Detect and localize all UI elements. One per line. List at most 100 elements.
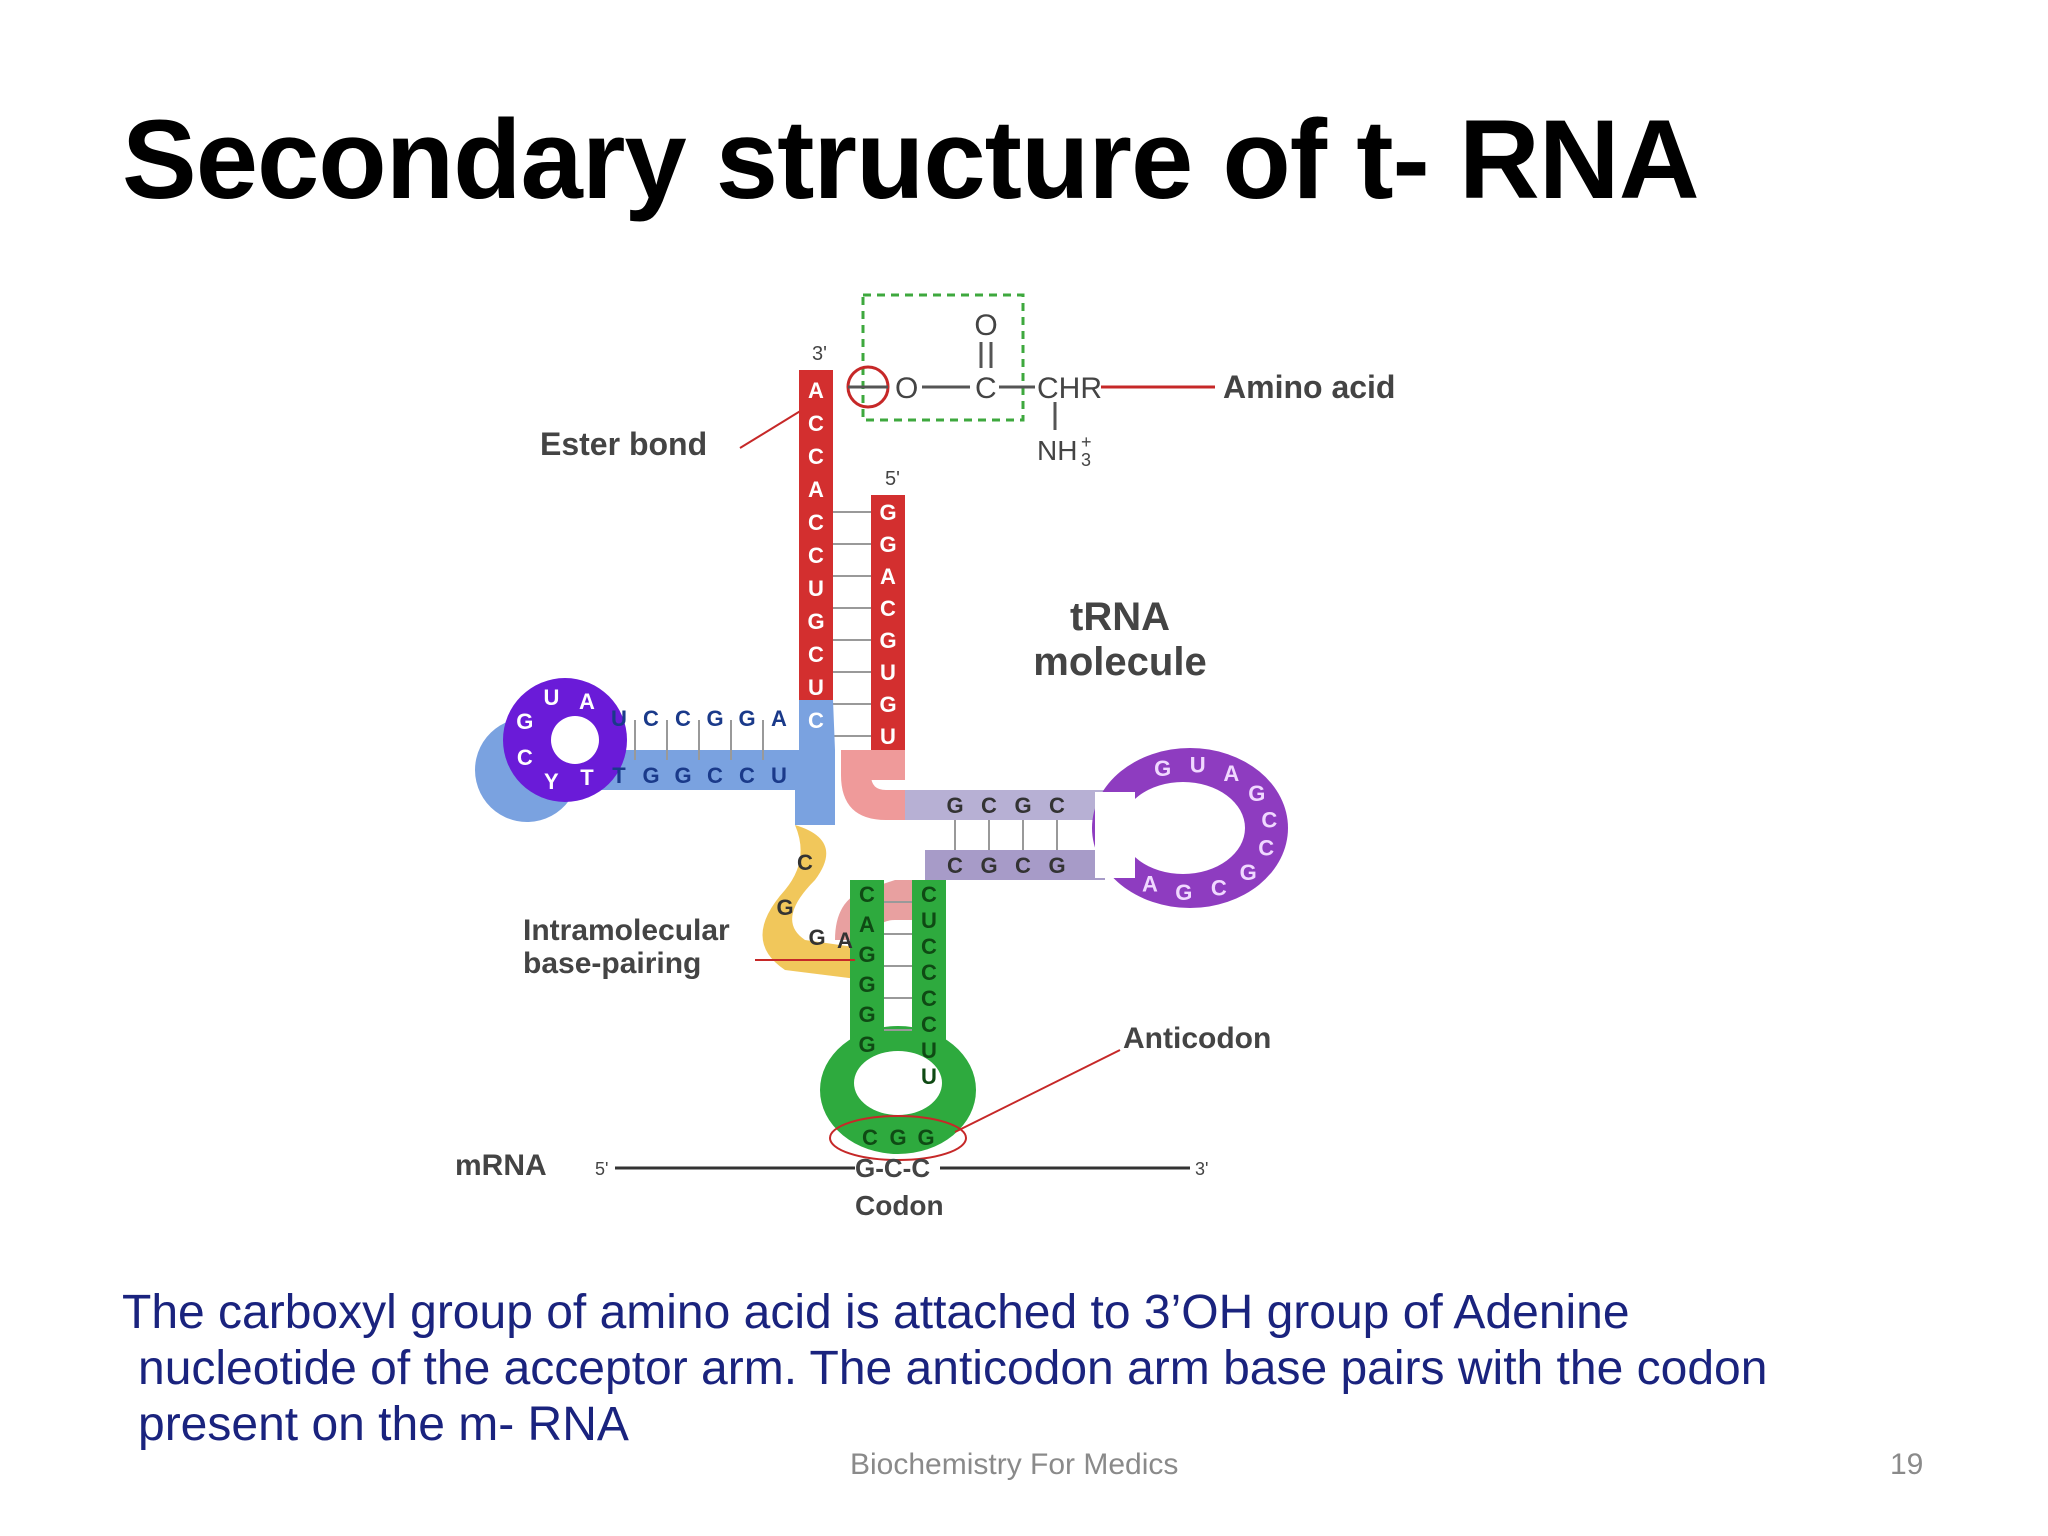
d-arm-top-nucleotide: C xyxy=(675,706,691,731)
anticodon-left-nucleotide: G xyxy=(858,972,875,997)
mrna-3-label: 3' xyxy=(1195,1159,1208,1179)
t-loop-nucleotide: G xyxy=(1240,860,1257,885)
d-arm-top-nucleotide: G xyxy=(738,706,755,731)
linker-strand xyxy=(762,825,875,980)
nh3-subscript: 3 xyxy=(1081,450,1091,470)
acceptor-5-nucleotide: A xyxy=(880,564,896,589)
anticodon-pointer xyxy=(954,1049,1121,1133)
acceptor-5-nucleotide: C xyxy=(880,596,896,621)
t-loop-nucleotide: C xyxy=(1211,876,1227,901)
anticodon-left-nucleotide: G xyxy=(858,1032,875,1057)
slide-title: Secondary structure of t- RNA xyxy=(122,97,1700,222)
t-arm-top-nucleotide: C xyxy=(981,793,997,818)
anticodon-right-nucleotide: C xyxy=(921,882,937,907)
trna-diagram-svg: O O C CHR NH + 3 Amino acid Ester bond 3… xyxy=(455,293,1395,1221)
t-arm-bottom-nucleotide: C xyxy=(1015,853,1031,878)
d-arm-pair-lines xyxy=(634,720,764,760)
t-arm-bottom-nucleotide: C xyxy=(947,853,963,878)
anticodon-base-nucleotide: G xyxy=(889,1125,906,1150)
anticodon-right-nucleotide: C xyxy=(921,1012,937,1037)
t-arm-pair-lines xyxy=(954,820,1058,850)
acceptor-5-nucleotide: G xyxy=(879,628,896,653)
t-arm-top-nucleotide: C xyxy=(1049,793,1065,818)
footer-text: Biochemistry For Medics xyxy=(850,1448,1179,1481)
anticodon-label: Anticodon xyxy=(1123,1022,1271,1055)
nh3-superscript: + xyxy=(1081,432,1092,452)
five-prime-top-label: 5' xyxy=(885,468,900,490)
d-loop-hole xyxy=(551,716,599,764)
trna-label-line2: molecule xyxy=(1033,640,1206,684)
t-loop-nucleotide: A xyxy=(1223,761,1239,786)
anticodon-right-nucleotide: C xyxy=(921,986,937,1011)
t-arm-top-nucleotide: G xyxy=(946,793,963,818)
intramolecular-label-line2: base-pairing xyxy=(523,947,701,980)
carbonyl-o-label: O xyxy=(974,309,997,342)
anticodon-left-nucleotide: G xyxy=(858,942,875,967)
chr-label: CHR xyxy=(1037,372,1102,405)
t-loop-hole xyxy=(1121,782,1245,874)
acceptor-pair-lines xyxy=(833,511,871,737)
linker-nucleotide: G xyxy=(776,895,793,920)
anticodon-right-nucleotide: U xyxy=(921,1038,937,1063)
trna-label-line1: tRNA xyxy=(1070,595,1170,639)
t-stem-top xyxy=(905,790,1105,820)
acceptor-3-nucleotide: C xyxy=(808,642,824,667)
acceptor-5-end xyxy=(871,750,905,780)
acceptor-5-nucleotide: G xyxy=(879,500,896,525)
d-loop-nucleotide: T xyxy=(580,765,594,790)
acceptor-5-nucleotide: U xyxy=(880,724,896,749)
t-loop-nucleotide: G xyxy=(1175,880,1192,905)
t-arm-bottom-nucleotide: G xyxy=(1048,853,1065,878)
d-arm-bottom-nucleotide: G xyxy=(674,763,691,788)
carbon-label: C xyxy=(975,372,997,405)
t-loop-gap xyxy=(1095,792,1135,878)
trna-diagram: O O C CHR NH + 3 Amino acid Ester bond 3… xyxy=(455,280,1555,1240)
nh3-label: NH xyxy=(1037,435,1077,466)
d-arm-bottom-nucleotide: C xyxy=(739,763,755,788)
t-loop-nucleotide: A xyxy=(1142,871,1158,896)
t-loop-nucleotide: G xyxy=(1154,756,1171,781)
t-stem-bottom xyxy=(925,850,1105,880)
d-loop-nucleotide: G xyxy=(516,709,533,734)
mrna-label: mRNA xyxy=(455,1149,547,1182)
t-loop-nucleotide: C xyxy=(1261,807,1277,832)
acceptor-3-nucleotide: U xyxy=(808,576,824,601)
acceptor-5-nucleotide: G xyxy=(879,692,896,717)
anticodon-right-nucleotide: U xyxy=(921,908,937,933)
acceptor-3-nucleotide: C xyxy=(808,510,824,535)
caption-line-2: nucleotide of the acceptor arm. The anti… xyxy=(138,1342,1768,1395)
d-loop-nucleotide: U xyxy=(543,685,559,710)
anticodon-right-nucleotide: C xyxy=(921,960,937,985)
acceptor-3-nucleotide: G xyxy=(807,609,824,634)
mrna-5-label: 5' xyxy=(595,1159,608,1179)
acceptor-3-nucleotide: A xyxy=(808,477,824,502)
anticodon-loop-hole xyxy=(854,1051,942,1115)
d-arm-bottom-nucleotide: C xyxy=(707,763,723,788)
d-arm-top-nucleotide: G xyxy=(706,706,723,731)
anticodon-base-nucleotide: C xyxy=(862,1125,878,1150)
acceptor-3-nucleotide: A xyxy=(808,378,824,403)
linker-nucleotide: A xyxy=(837,928,853,953)
anticodon-right-nucleotide: U xyxy=(921,1064,937,1089)
d-loop-nucleotide: Y xyxy=(544,769,559,794)
acceptor-5-nucleotide: U xyxy=(880,660,896,685)
d-arm-bottom-nucleotide: T xyxy=(612,763,626,788)
d-arm-top-nucleotide: U xyxy=(611,706,627,731)
acceptor-3-nucleotide: C xyxy=(808,708,824,733)
anticodon-highlight xyxy=(829,1115,967,1161)
acceptor-3-nucleotide: C xyxy=(808,411,824,436)
d-arm-top-nucleotide: A xyxy=(771,706,787,731)
acceptor-3-nucleotide: C xyxy=(808,444,824,469)
t-loop-nucleotide: C xyxy=(1258,836,1274,861)
anticodon-base-nucleotide: G xyxy=(917,1125,934,1150)
amino-acid-dashed-box xyxy=(861,293,1025,422)
